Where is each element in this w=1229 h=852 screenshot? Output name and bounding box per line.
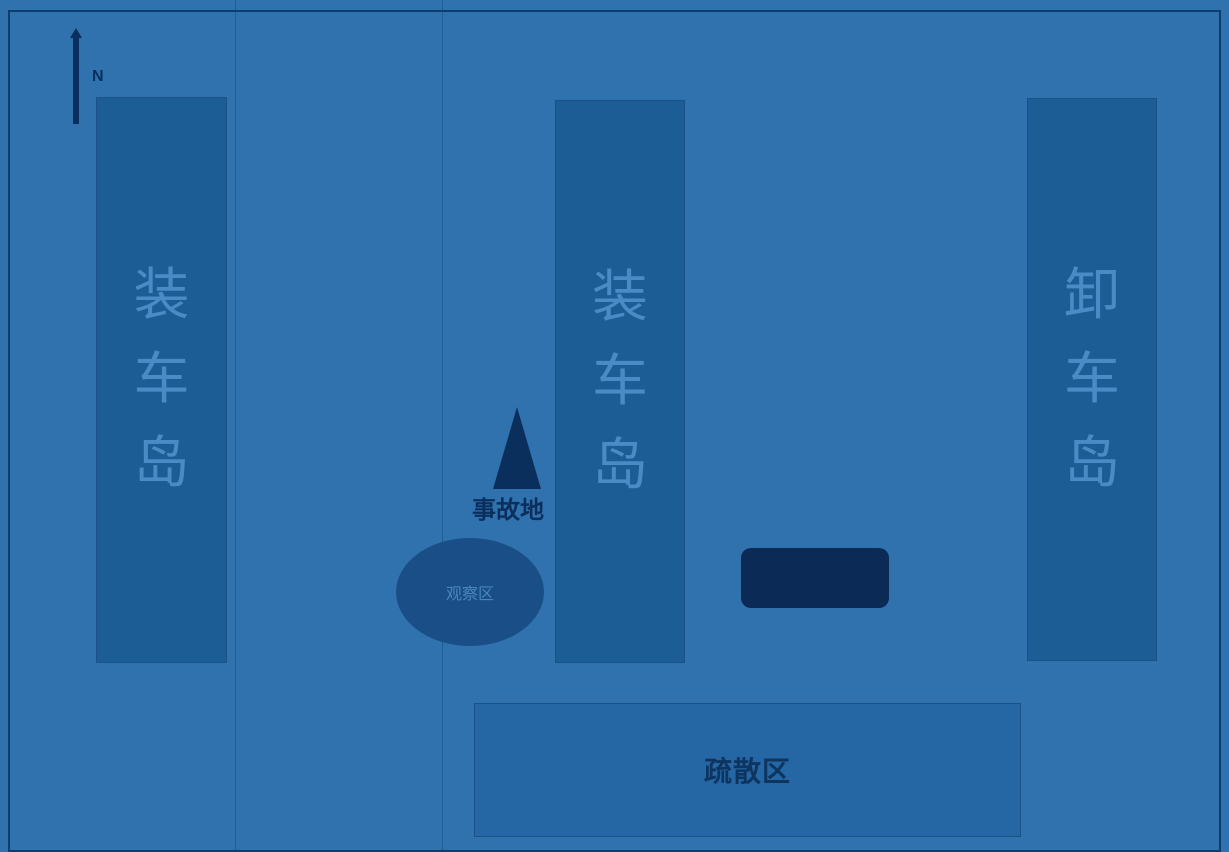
island-char: 车 [1064,346,1120,412]
north-arrow-icon [70,28,82,124]
unloading-island-east: 卸 车 岛 [1027,98,1157,661]
observe-zone: 观察区 [396,538,544,646]
background-divider-line [235,0,236,852]
island-char: 车 [133,347,190,412]
accident-label: 事故地 [472,496,544,524]
observe-zone-label: 观察区 [445,584,494,603]
island-char: 卸 [1064,262,1120,328]
evacuation-zone-label: 疏散区 [703,755,791,788]
island-char: 装 [592,264,648,330]
loading-island-center: 装 车 岛 [555,100,685,663]
island-char: 装 [133,263,190,328]
island-char: 岛 [592,432,648,498]
dark-block [741,548,889,608]
island-char: 岛 [133,431,190,496]
diagram-frame [8,10,1221,852]
loading-island-west: 装 车 岛 [96,97,227,663]
accident-triangle-icon [493,407,541,489]
island-char: 车 [592,348,648,414]
island-char: 岛 [1064,430,1120,496]
evacuation-zone: 疏散区 [474,703,1021,837]
background-divider-line [442,0,443,852]
north-label: N [92,68,104,85]
